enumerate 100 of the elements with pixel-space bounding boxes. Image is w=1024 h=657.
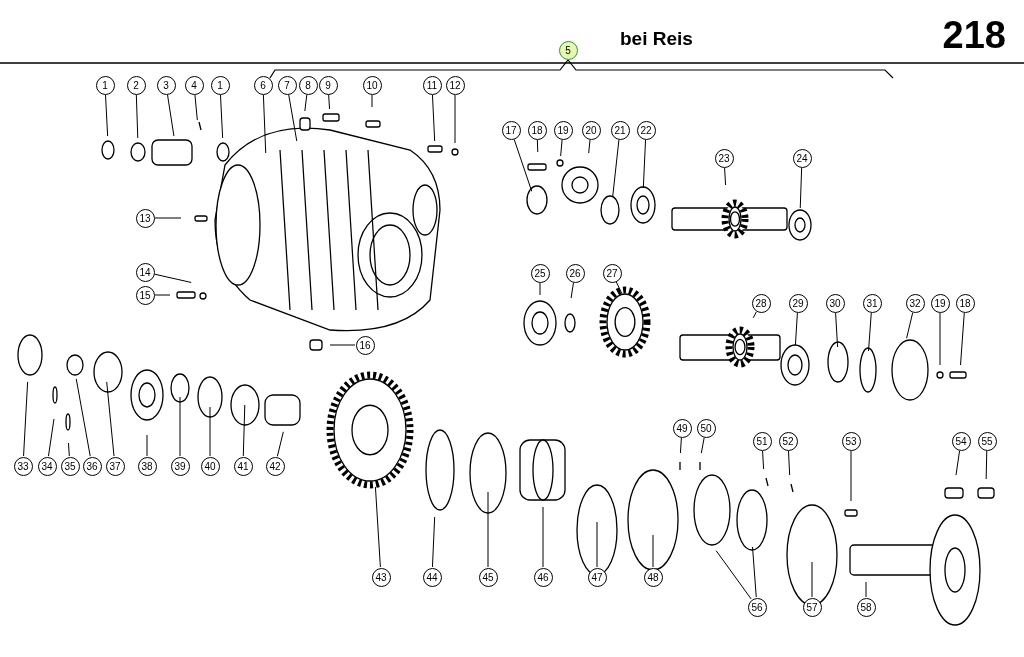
leader-line xyxy=(850,450,852,502)
callout-number: 36 xyxy=(82,456,102,476)
leader-line xyxy=(262,94,267,154)
leader-line xyxy=(106,381,115,457)
callout-number: 52 xyxy=(778,431,798,451)
leader-line xyxy=(220,94,224,139)
callout-number: 19 xyxy=(553,120,573,140)
callout-number: 46 xyxy=(533,567,553,587)
leader-line xyxy=(454,94,456,144)
callout-number: 49 xyxy=(672,418,692,438)
callout-number: 16 xyxy=(355,335,375,355)
callout-number: 26 xyxy=(565,263,585,283)
callout-number: 30 xyxy=(825,293,845,313)
leader-line xyxy=(276,431,284,457)
leader-line xyxy=(752,546,757,598)
leader-line xyxy=(615,281,623,295)
leader-line xyxy=(194,94,198,121)
callout-number: 9 xyxy=(318,75,338,95)
callout-number: 23 xyxy=(714,148,734,168)
leader-line xyxy=(588,139,591,154)
leader-line xyxy=(570,282,574,299)
callout-number: 40 xyxy=(200,456,220,476)
leader-line xyxy=(752,311,757,319)
callout-number: 13 xyxy=(135,208,155,228)
leader-line xyxy=(513,138,533,192)
leader-line xyxy=(242,404,246,457)
leader-line xyxy=(652,534,654,568)
callout-number: 34 xyxy=(37,456,57,476)
callout-number: 58 xyxy=(856,597,876,617)
leader-line xyxy=(835,312,839,348)
callout-number: 37 xyxy=(105,456,125,476)
leader-line xyxy=(154,217,182,219)
callout-number: 25 xyxy=(530,263,550,283)
leader-line xyxy=(955,450,961,476)
leader-line xyxy=(487,491,489,568)
callout-number: 44 xyxy=(422,567,442,587)
leader-line xyxy=(154,273,192,283)
callout-number: 35 xyxy=(60,456,80,476)
callout-number: 50 xyxy=(696,418,716,438)
leader-line xyxy=(432,94,436,142)
leader-line xyxy=(431,516,436,568)
leader-line xyxy=(374,486,381,568)
callout-number: 45 xyxy=(478,567,498,587)
callout-number: 38 xyxy=(137,456,157,476)
leader-line xyxy=(596,521,598,568)
callout-number: 55 xyxy=(977,431,997,451)
leader-line xyxy=(288,94,298,142)
callout-number: 6 xyxy=(253,75,273,95)
callout-number: 51 xyxy=(752,431,772,451)
callout-number: 17 xyxy=(501,120,521,140)
leader-line xyxy=(371,94,373,108)
leader-line xyxy=(868,312,872,352)
leader-line xyxy=(23,381,29,457)
callout-number: 1 xyxy=(95,75,115,95)
callout-number: 18 xyxy=(955,293,975,313)
callout-number: 33 xyxy=(13,456,33,476)
callout-number: 18 xyxy=(527,120,547,140)
callout-number: 41 xyxy=(233,456,253,476)
callout-number: 2 xyxy=(126,75,146,95)
leader-line xyxy=(985,450,988,480)
leader-line xyxy=(304,94,308,112)
leader-line xyxy=(105,94,109,137)
callout-number: 11 xyxy=(422,75,442,95)
callout-number: 14 xyxy=(135,262,155,282)
leader-line xyxy=(811,561,813,598)
leader-line xyxy=(799,167,803,209)
leader-line xyxy=(906,312,914,339)
title: bei Reis xyxy=(620,28,693,50)
leader-line xyxy=(939,312,941,366)
leader-line xyxy=(960,312,965,366)
callout-number: 19 xyxy=(930,293,950,313)
callout-number: 56 xyxy=(747,597,767,617)
leader-line xyxy=(542,506,544,568)
leader-line xyxy=(762,450,765,470)
leader-line xyxy=(135,94,139,139)
callout-number: 31 xyxy=(862,293,882,313)
callout-number: 22 xyxy=(636,120,656,140)
callout-number: 12 xyxy=(445,75,465,95)
callout-number: 53 xyxy=(841,431,861,451)
callout-number: 27 xyxy=(602,263,622,283)
leader-line xyxy=(328,94,331,110)
page-number: 218 xyxy=(942,14,1006,57)
callout-number: 21 xyxy=(610,120,630,140)
callout-number: 32 xyxy=(905,293,925,313)
leader-line xyxy=(865,581,867,598)
callout-number: 8 xyxy=(298,75,318,95)
leader-line xyxy=(47,418,55,457)
callout-number: 3 xyxy=(156,75,176,95)
leader-line xyxy=(794,312,798,346)
callout-number: 10 xyxy=(362,75,382,95)
leader-line xyxy=(715,550,752,600)
leader-line xyxy=(539,282,541,296)
leader-line xyxy=(67,442,70,457)
leader-line xyxy=(75,378,91,457)
callout-number: 54 xyxy=(951,431,971,451)
leader-line xyxy=(146,434,148,457)
callout-number: 20 xyxy=(581,120,601,140)
callout-number: 29 xyxy=(788,293,808,313)
leader-line xyxy=(536,139,539,153)
callout-number: 4 xyxy=(184,75,204,95)
